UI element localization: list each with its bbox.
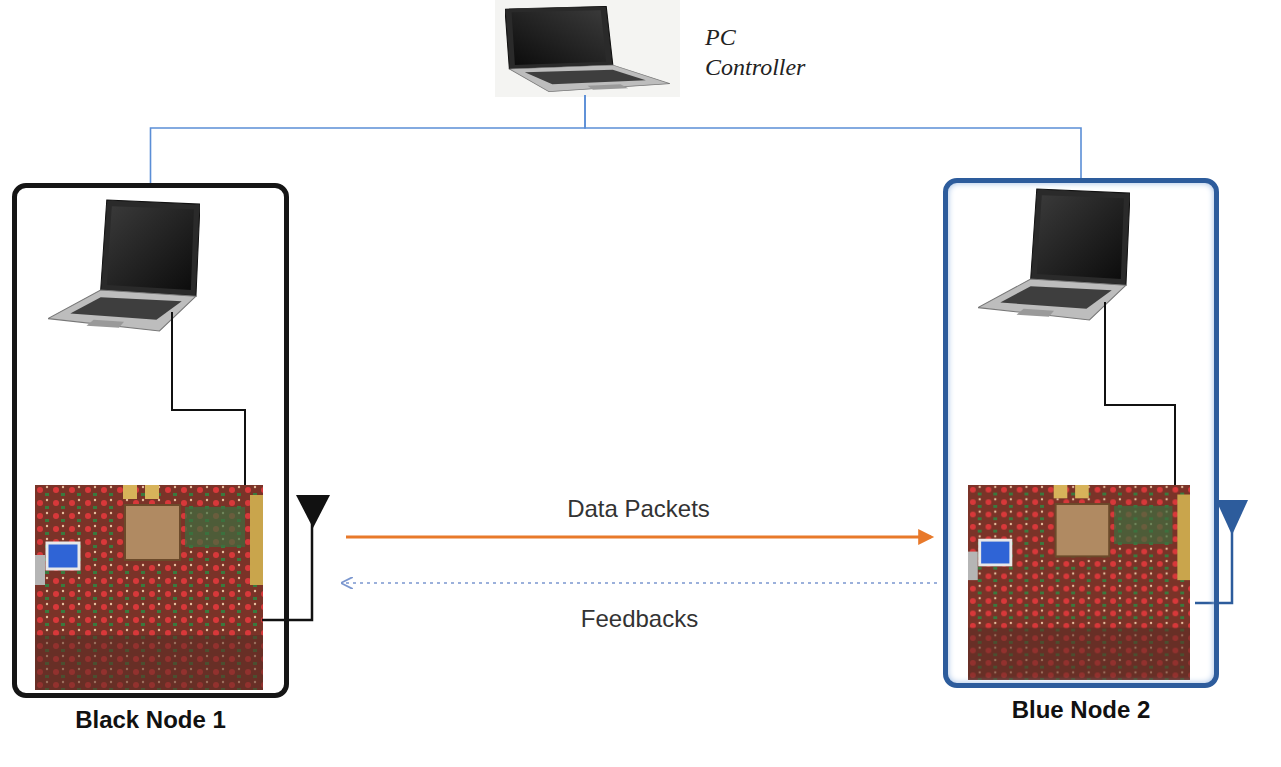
usb-cable	[1105, 302, 1175, 485]
label-anchor: Data Packets	[489, 495, 789, 523]
node-box: Blue Node 2	[943, 178, 1219, 688]
label-anchor: Feedbacks	[490, 605, 790, 633]
laptop-icon	[48, 200, 200, 331]
antenna-cable	[1195, 530, 1232, 603]
controller-node: PC Controller	[495, 0, 875, 97]
node-label: Blue Node 2	[948, 696, 1214, 724]
bus-line	[585, 95, 1081, 178]
usb-cable	[172, 312, 245, 485]
laptop-icon	[978, 189, 1130, 320]
controller-label: PC Controller	[705, 22, 830, 82]
data-arrow	[346, 536, 931, 539]
edge-label: Feedbacks	[577, 605, 702, 633]
feedback-arrow	[342, 582, 937, 583]
node-box: Black Node 1	[12, 183, 289, 698]
controller-ground	[495, 0, 680, 97]
laptop-icon	[505, 6, 670, 91]
bus-line	[151, 95, 586, 183]
fpga-board	[35, 485, 263, 690]
node-label: Black Node 1	[17, 706, 284, 734]
edge-label: Data Packets	[563, 495, 714, 523]
antenna-symbol	[296, 495, 330, 528]
antenna-symbol	[1216, 500, 1248, 535]
fpga-board	[968, 485, 1190, 680]
controller-laptop	[505, 6, 670, 91]
